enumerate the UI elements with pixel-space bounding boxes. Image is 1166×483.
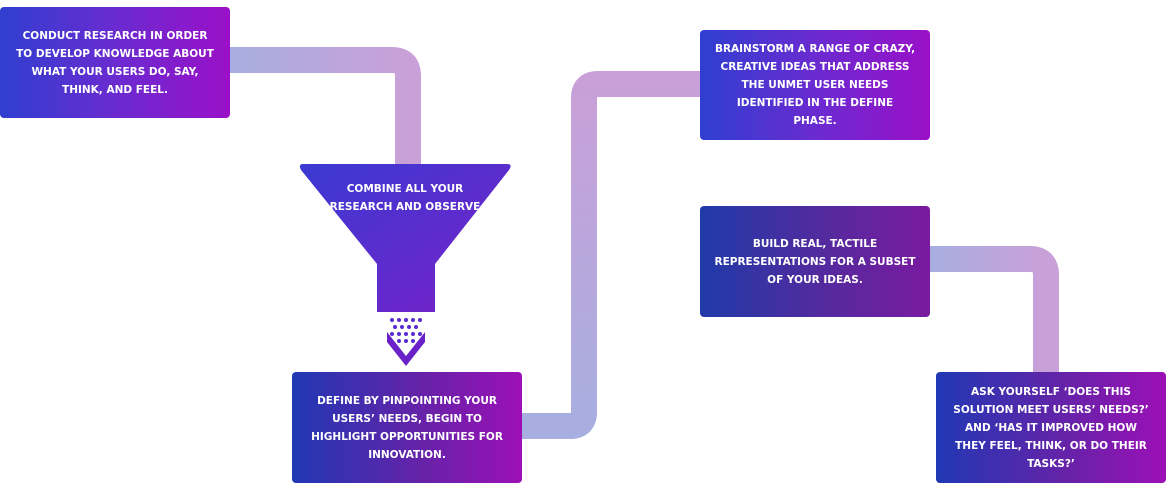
connector-research-to-funnel: [230, 47, 421, 170]
step-synthesize-text: Combine all your research and observe: [329, 183, 481, 213]
step-test-box: Ask yourself ‘Does this solution meet us…: [936, 372, 1166, 483]
step-define-box: Define by pinpointing your users’ needs,…: [292, 372, 522, 483]
step-ideate-box: Brainstorm a range of crazy, creative id…: [700, 30, 930, 140]
funnel-drops-icon: [390, 318, 422, 343]
step-prototype-text: Build real, tactile representations for …: [714, 237, 916, 286]
step-prototype-box: Build real, tactile representations for …: [700, 206, 930, 317]
connector-define-to-ideate: [522, 71, 700, 439]
connector-prototype-to-test: [930, 246, 1059, 372]
step-define-text: Define by pinpointing your users’ needs,…: [311, 394, 503, 461]
step-research-text: Conduct research in order to develop kno…: [16, 29, 214, 96]
step-ideate-text: Brainstorm a range of crazy, creative id…: [714, 43, 916, 127]
funnel-icon: [299, 164, 511, 366]
funnel-arrow-icon: [387, 332, 425, 366]
funnel-body: [299, 164, 511, 312]
step-test-text: Ask yourself ‘Does this solution meet us…: [953, 385, 1149, 470]
step-research-box: Conduct research in order to develop kno…: [0, 7, 230, 118]
